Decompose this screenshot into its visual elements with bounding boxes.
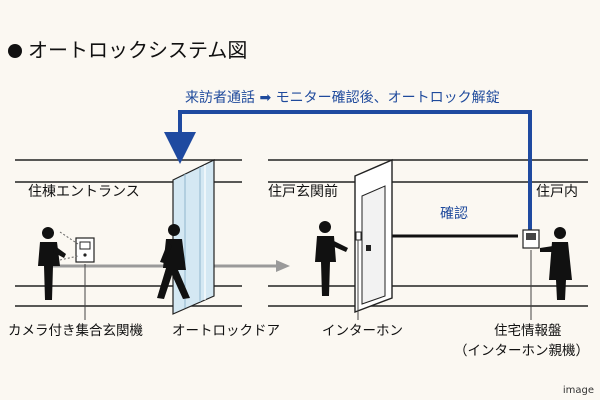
- caption-home-panel: 住宅情報盤: [494, 323, 562, 339]
- caption-camera-panel: カメラ付き集合玄関機: [8, 323, 143, 339]
- caption-home-panel-sub: （インターホン親機）: [454, 343, 589, 359]
- unit-entry-door: [354, 158, 393, 320]
- page-title: オートロックシステム図: [8, 40, 247, 60]
- walking-visitor-figure: [157, 224, 190, 299]
- image-tag: image: [562, 385, 594, 396]
- caption-interphone: インターホン: [322, 323, 403, 339]
- section-inside: 住戸内: [536, 184, 578, 200]
- flow-label: 来訪者通話 ➡ モニター確認後、オートロック解錠: [185, 90, 500, 106]
- title-text: オートロックシステム図: [28, 38, 248, 62]
- resident-figure: [540, 227, 572, 300]
- caption-autolock-door: オートロックドア: [172, 323, 280, 339]
- autolock-door: [172, 159, 215, 315]
- bullet-icon: [8, 44, 22, 58]
- section-entrance: 住棟エントランス: [28, 184, 140, 200]
- unit-floor-lines: [268, 159, 588, 307]
- visitor-at-panel-figure: [38, 227, 66, 300]
- flow-arrow: [164, 110, 532, 232]
- visitor-at-door-figure: [315, 221, 348, 296]
- confirm-label: 確認: [440, 206, 468, 222]
- section-front: 住戸玄関前: [268, 184, 338, 200]
- home-panel: [522, 229, 540, 320]
- camera-intercom-panel: [59, 231, 95, 320]
